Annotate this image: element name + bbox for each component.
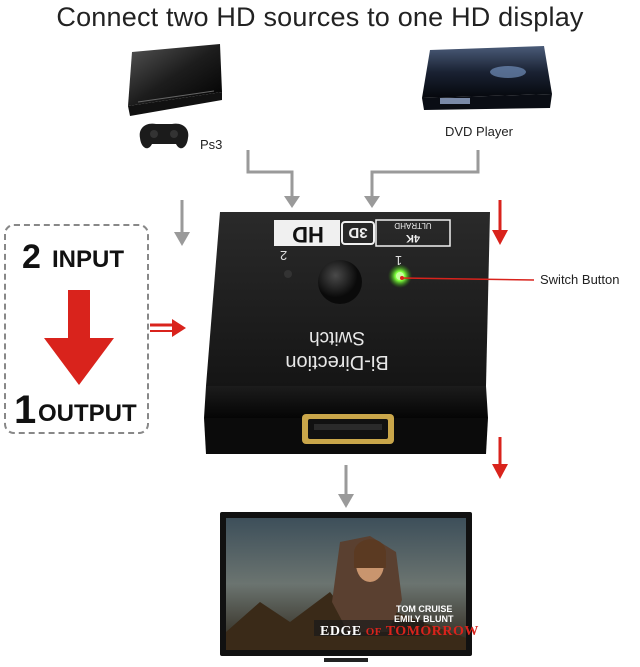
input-word: INPUT	[52, 246, 124, 273]
tv-movie-title-part2: OF	[365, 626, 382, 638]
output-number: 1	[14, 388, 37, 432]
tv-display	[220, 512, 472, 662]
ps3-label: Ps3	[200, 137, 223, 152]
input-output-box	[4, 224, 149, 434]
ps3-console-image	[118, 40, 228, 160]
input-number: 2	[22, 238, 41, 276]
page-title: Connect two HD sources to one HD display	[56, 2, 584, 32]
dvd-player-image	[418, 38, 556, 118]
output-word: OUTPUT	[38, 400, 137, 427]
dvd-player-label: DVD Player	[445, 124, 513, 139]
tv-actor-1: TOM CRUISE	[396, 604, 453, 614]
input-to-output-arrow	[44, 290, 114, 385]
hdmi-switch-device	[204, 212, 490, 454]
tv-movie-title-part3: TOMORROW	[385, 624, 479, 639]
tv-actor-2: EMILY BLUNT	[394, 614, 454, 624]
tv-movie-title: EDGE OF TOMORROW	[320, 624, 479, 640]
switch-button-callout: Switch Button	[540, 272, 620, 287]
tv-movie-title-part1: EDGE	[320, 624, 362, 639]
